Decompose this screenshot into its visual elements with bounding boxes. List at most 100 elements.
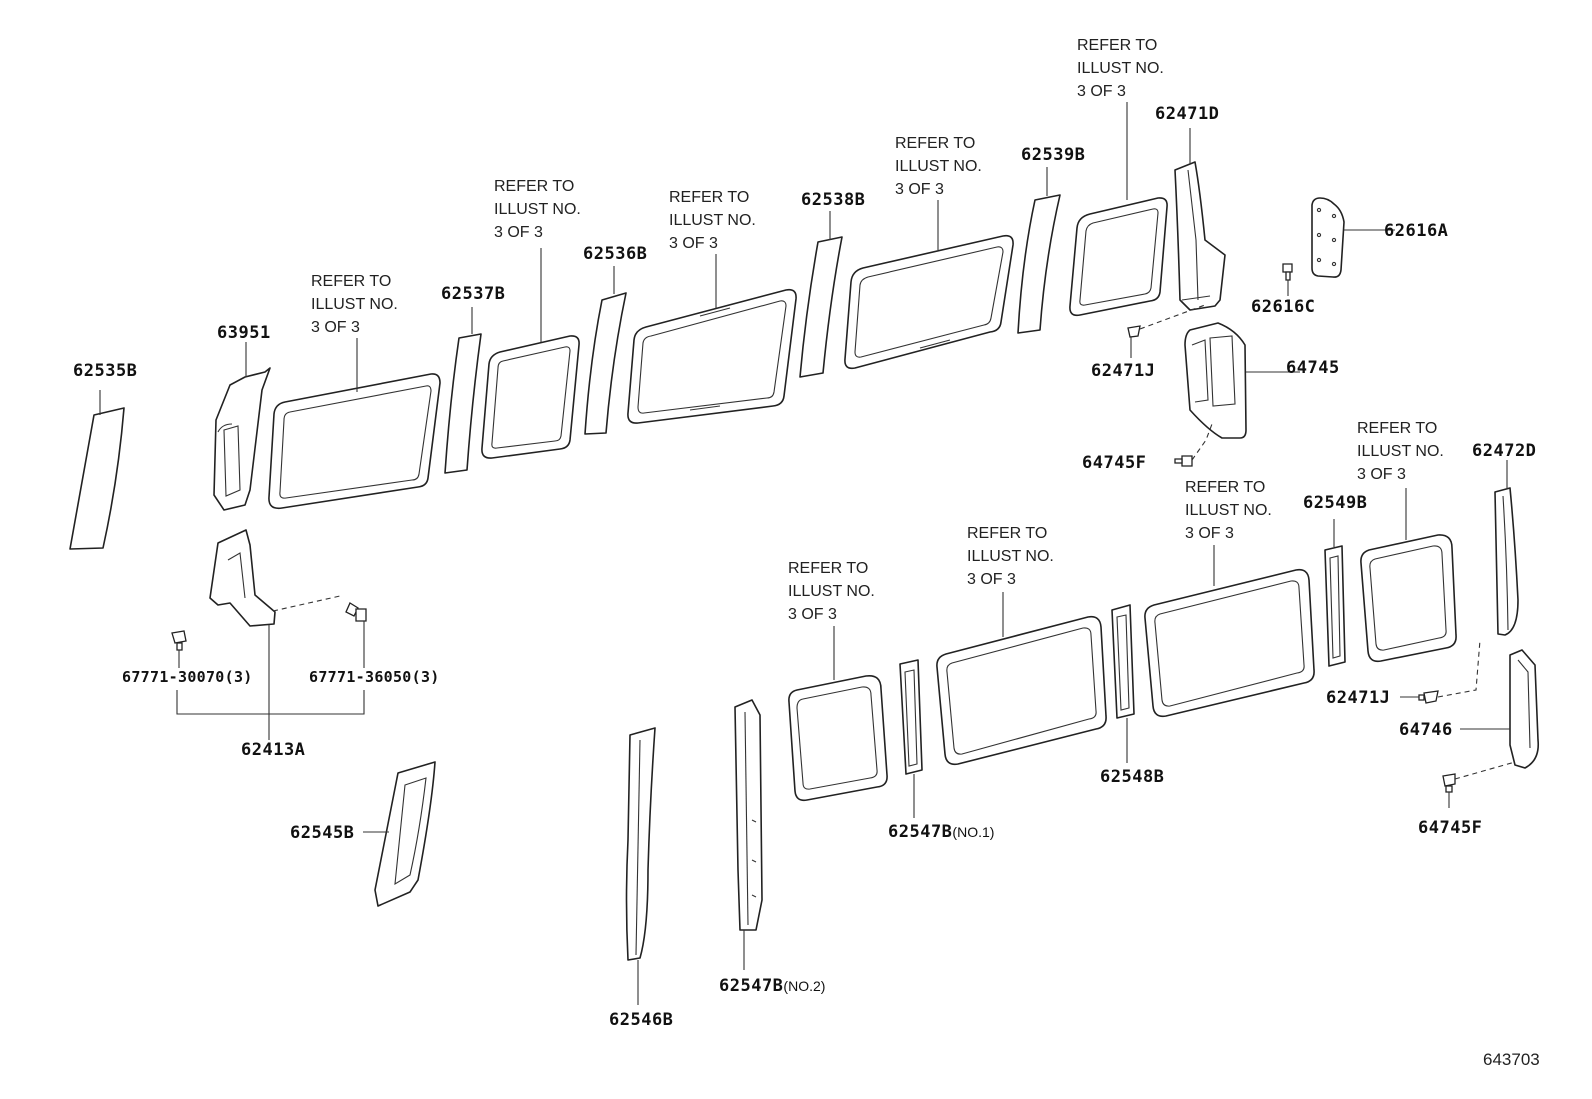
part-number-62547B-no2: 62547B bbox=[719, 976, 784, 996]
pillar-trim-62547B-no2 bbox=[734, 699, 763, 970]
label-62548B: 62548B bbox=[1100, 767, 1165, 787]
label-63951: 63951 bbox=[217, 323, 271, 343]
window-frame-f bbox=[788, 626, 888, 802]
refer-line-2: ILLUST NO. bbox=[1077, 60, 1164, 77]
refer-note-5: REFER TO ILLUST NO. 3 OF 3 bbox=[1077, 34, 1164, 103]
refer-note-9: REFER TO ILLUST NO. 3 OF 3 bbox=[1357, 417, 1444, 486]
refer-line-1: REFER TO bbox=[669, 189, 750, 206]
window-frame-e bbox=[1069, 102, 1168, 317]
window-frame-a bbox=[268, 338, 441, 510]
clip-67771-36050 bbox=[345, 602, 367, 668]
clip-62616C bbox=[1282, 263, 1293, 296]
window-frame-g bbox=[936, 592, 1107, 766]
label-62547B-no1: 62547B(NO.1) bbox=[888, 822, 994, 842]
suffix-no1: (NO.1) bbox=[952, 824, 995, 840]
pillar-trim-62547B-no1 bbox=[899, 659, 923, 818]
pillar-trim-62546B bbox=[625, 727, 656, 1005]
pillar-trim-63951 bbox=[213, 342, 271, 511]
pillar-trim-62545B bbox=[363, 761, 436, 907]
refer-note-1: REFER TO ILLUST NO. 3 OF 3 bbox=[311, 270, 398, 339]
clip-64745F-top bbox=[1174, 423, 1213, 467]
pillar-trim-62535B bbox=[69, 390, 125, 550]
clip-62471J-bottom bbox=[1400, 639, 1481, 704]
bracket-line-62413A bbox=[176, 690, 365, 715]
label-62537B: 62537B bbox=[441, 284, 506, 304]
quantity-67771-30070: (3) bbox=[224, 668, 253, 686]
label-62471J-top: 62471J bbox=[1091, 361, 1156, 381]
trim-62472D bbox=[1494, 460, 1519, 636]
refer-line-3: 3 OF 3 bbox=[1077, 83, 1126, 100]
clip-64745F-bottom bbox=[1442, 761, 1516, 808]
label-67771-30070: 67771-30070(3) bbox=[122, 668, 253, 686]
pillar-trim-62549B bbox=[1324, 519, 1346, 667]
suffix-no2: (NO.2) bbox=[783, 978, 826, 994]
trim-62471D bbox=[1174, 128, 1226, 311]
trim-62413A bbox=[209, 529, 341, 740]
refer-line-3: 3 OF 3 bbox=[895, 181, 944, 198]
label-64745F-top: 64745F bbox=[1082, 453, 1147, 473]
panel-64745 bbox=[1184, 322, 1300, 439]
pillar-trim-62537B bbox=[444, 307, 482, 474]
window-frame-d bbox=[844, 200, 1014, 370]
refer-line-2: ILLUST NO. bbox=[967, 548, 1054, 565]
refer-line-1: REFER TO bbox=[1077, 37, 1158, 54]
label-62539B: 62539B bbox=[1021, 145, 1086, 165]
label-62546B: 62546B bbox=[609, 1010, 674, 1030]
refer-line-3: 3 OF 3 bbox=[311, 319, 360, 336]
refer-line-2: ILLUST NO. bbox=[1185, 502, 1272, 519]
refer-line-1: REFER TO bbox=[1185, 479, 1266, 496]
pillar-trim-62538B bbox=[799, 211, 843, 378]
refer-line-2: ILLUST NO. bbox=[311, 296, 398, 313]
label-64746: 64746 bbox=[1399, 720, 1453, 740]
refer-line-1: REFER TO bbox=[1357, 420, 1438, 437]
refer-note-6: REFER TO ILLUST NO. 3 OF 3 bbox=[788, 557, 875, 626]
part-number-67771-30070: 67771-30070 bbox=[122, 668, 225, 686]
refer-line-3: 3 OF 3 bbox=[967, 571, 1016, 588]
refer-line-3: 3 OF 3 bbox=[1185, 525, 1234, 542]
refer-line-2: ILLUST NO. bbox=[1357, 443, 1444, 460]
label-62472D: 62472D bbox=[1472, 441, 1537, 461]
refer-note-3: REFER TO ILLUST NO. 3 OF 3 bbox=[669, 186, 756, 255]
refer-line-3: 3 OF 3 bbox=[669, 235, 718, 252]
label-62616A: 62616A bbox=[1384, 221, 1449, 241]
refer-line-1: REFER TO bbox=[311, 273, 392, 290]
clip-67771-30070 bbox=[171, 630, 187, 668]
label-62547B-no2: 62547B(NO.2) bbox=[719, 976, 825, 996]
refer-line-3: 3 OF 3 bbox=[788, 606, 837, 623]
part-number-67771-36050: 67771-36050 bbox=[309, 668, 412, 686]
label-62413A: 62413A bbox=[241, 740, 306, 760]
refer-line-1: REFER TO bbox=[788, 560, 869, 577]
window-frame-i bbox=[1360, 488, 1457, 663]
window-frame-h bbox=[1144, 545, 1315, 718]
label-62536B: 62536B bbox=[583, 244, 648, 264]
pillar-trim-62548B bbox=[1111, 604, 1135, 763]
label-62471D: 62471D bbox=[1155, 104, 1220, 124]
refer-note-4: REFER TO ILLUST NO. 3 OF 3 bbox=[895, 132, 982, 201]
refer-line-2: ILLUST NO. bbox=[494, 201, 581, 218]
plate-62616A bbox=[1311, 197, 1395, 278]
part-number-62547B-no1: 62547B bbox=[888, 822, 953, 842]
refer-line-1: REFER TO bbox=[895, 135, 976, 152]
label-62535B: 62535B bbox=[73, 361, 138, 381]
label-62545B: 62545B bbox=[290, 823, 355, 843]
refer-note-2: REFER TO ILLUST NO. 3 OF 3 bbox=[494, 175, 581, 244]
pillar-trim-62539B bbox=[1017, 167, 1061, 334]
refer-note-7: REFER TO ILLUST NO. 3 OF 3 bbox=[967, 522, 1054, 591]
figure-number: 643703 bbox=[1483, 1050, 1540, 1069]
quantity-67771-36050: (3) bbox=[411, 668, 440, 686]
pillar-trim-62536B bbox=[584, 266, 627, 435]
refer-note-8: REFER TO ILLUST NO. 3 OF 3 bbox=[1185, 476, 1272, 545]
refer-line-2: ILLUST NO. bbox=[669, 212, 756, 229]
label-62471J-bottom: 62471J bbox=[1326, 688, 1391, 708]
label-67771-36050: 67771-36050(3) bbox=[309, 668, 440, 686]
label-62616C: 62616C bbox=[1251, 297, 1316, 317]
window-frame-b bbox=[481, 248, 580, 459]
refer-line-2: ILLUST NO. bbox=[788, 583, 875, 600]
label-62549B: 62549B bbox=[1303, 493, 1368, 513]
refer-line-1: REFER TO bbox=[967, 525, 1048, 542]
label-64745: 64745 bbox=[1286, 358, 1340, 378]
refer-line-1: REFER TO bbox=[494, 178, 575, 195]
label-62538B: 62538B bbox=[801, 190, 866, 210]
